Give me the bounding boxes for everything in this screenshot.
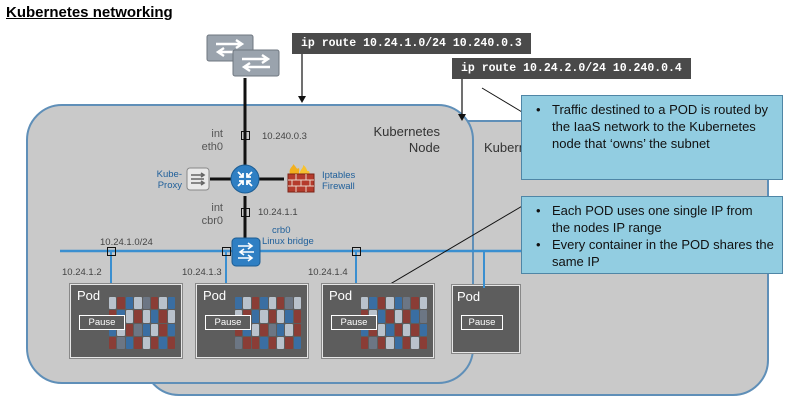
route-command-2: ip route 10.24.2.0/24 10.240.0.4 (452, 58, 691, 79)
cbr0-label: int cbr0 (193, 202, 223, 228)
callout-pod-ip: Each POD uses one single IP from the nod… (521, 196, 783, 274)
pod-1: Pod Pause (70, 284, 182, 358)
pod3-label: Pod (329, 288, 353, 303)
back-pod-label: Pod (457, 289, 481, 304)
router-icon (230, 164, 260, 194)
page-title: Kubernetes networking (6, 4, 173, 21)
callout-subnet-routing-list: Traffic destined to a POD is routed by t… (524, 101, 774, 152)
pod2-ip: 10.24.1.3 (182, 267, 222, 278)
cbr0-port (241, 208, 250, 217)
callout-subnet-routing-item: Traffic destined to a POD is routed by t… (536, 101, 774, 152)
kube-proxy-label-line2: Proxy (157, 180, 182, 191)
pod2-port (222, 247, 231, 256)
node-title: Kubernetes Node (360, 124, 441, 156)
iptables-label-line2: Firewall (322, 181, 355, 192)
kube-proxy-icon (186, 167, 210, 191)
pod3-port (352, 247, 361, 256)
eth0-port (241, 131, 250, 140)
subnet-label: 10.24.1.0/24 (100, 237, 153, 248)
firewall-icon (284, 164, 318, 194)
pod2-containers (235, 297, 301, 349)
pod2-pause-container: Pause (205, 315, 251, 330)
eth0-label-line2: eth0 (201, 141, 223, 153)
back-pod: Pod Pause (452, 285, 520, 353)
kube-proxy-label: Kube- Proxy (146, 169, 182, 191)
bridge-icon (231, 237, 261, 267)
cbr0-label-line1: int (211, 202, 223, 214)
callout-subnet-routing: Traffic destined to a POD is routed by t… (521, 95, 783, 180)
kube-proxy-label-line1: Kube- (156, 169, 182, 180)
switch-icon (232, 49, 280, 77)
pod3-pause-container: Pause (331, 315, 377, 330)
callout1-pointer (481, 87, 523, 113)
bridge-label-line2: Linux bridge (262, 236, 314, 247)
node-title-line1: Kubernetes (373, 124, 441, 139)
bridge-label-line1: crb0 (272, 225, 291, 236)
cbr0-label-line2: cbr0 (201, 215, 223, 227)
pod1-label: Pod (77, 288, 101, 303)
pod3-ip: 10.24.1.4 (308, 267, 348, 278)
callout-pod-ip-item-1: Each POD uses one single IP from the nod… (536, 202, 774, 236)
eth0-label: int eth0 (193, 128, 223, 154)
arrow-route1-head (298, 96, 306, 103)
eth0-label-line1: int (211, 128, 223, 140)
back-pause-container: Pause (461, 315, 503, 330)
node-title-line2: Node (408, 140, 440, 155)
pod2-label: Pod (203, 288, 227, 303)
iptables-label-line1: Iptables (322, 170, 356, 181)
bridge-label: crb0 Linux bridge (262, 225, 314, 247)
pod1-pause-container: Pause (79, 315, 125, 330)
callout-pod-ip-item-2: Every container in the POD shares the sa… (536, 236, 774, 270)
pod1-ip: 10.24.1.2 (62, 267, 102, 278)
arrow-route2-head (458, 114, 466, 121)
eth0-ip: 10.240.0.3 (262, 131, 307, 142)
cbr0-ip: 10.24.1.1 (258, 207, 298, 218)
pod-2: Pod Pause (196, 284, 308, 358)
callout-pod-ip-list: Each POD uses one single IP from the nod… (524, 202, 774, 270)
iptables-label: Iptables Firewall (322, 170, 355, 192)
pod-3: Pod Pause (322, 284, 434, 358)
pod1-port (107, 247, 116, 256)
route-command-1: ip route 10.24.1.0/24 10.240.0.3 (292, 33, 531, 54)
